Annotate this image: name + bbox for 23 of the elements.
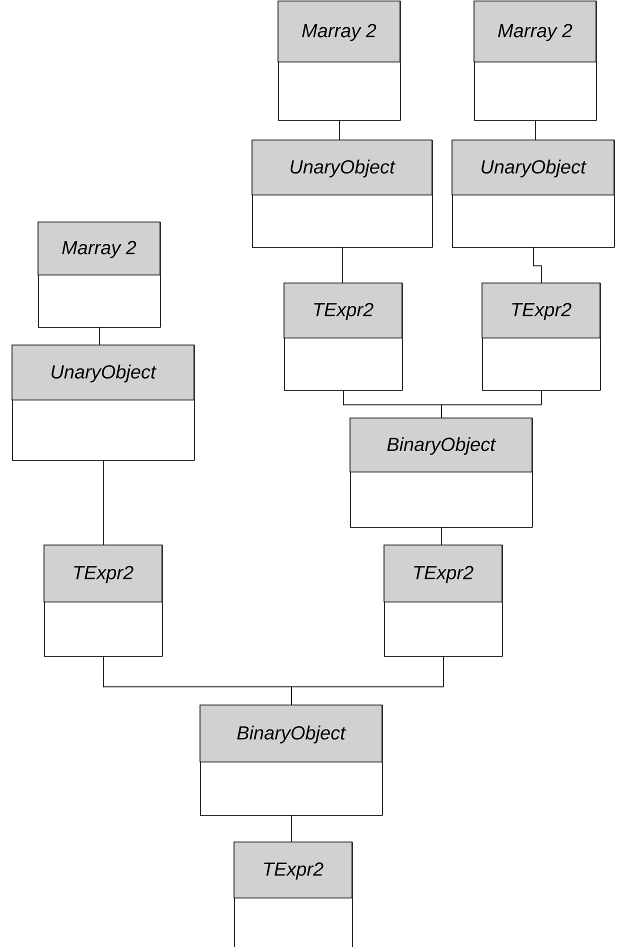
class-box: TExpr2	[284, 282, 403, 391]
connector-line	[533, 247, 542, 284]
connector-line	[342, 247, 343, 284]
class-box: UnaryObject	[12, 344, 195, 461]
connector-line	[291, 656, 444, 706]
class-box: Marray 2	[474, 0, 597, 121]
connector-line	[441, 390, 542, 418]
class-box: UnaryObject	[452, 140, 615, 248]
connector-line	[291, 815, 292, 842]
class-box: BinaryObject	[200, 704, 383, 816]
connector-line	[99, 327, 100, 346]
connector-line	[535, 120, 536, 140]
class-box: Marray 2	[278, 0, 401, 121]
class-box: TExpr2	[384, 544, 503, 657]
class-box: TExpr2	[482, 282, 601, 391]
class-box: TExpr2	[44, 544, 163, 657]
connector-line	[339, 120, 340, 140]
class-box: Marray 2	[38, 222, 161, 328]
class-box: UnaryObject	[252, 140, 433, 248]
connector-line	[103, 460, 104, 546]
class-box: TExpr2	[234, 842, 353, 947]
connector-line	[441, 527, 442, 546]
class-box: BinaryObject	[350, 418, 533, 528]
